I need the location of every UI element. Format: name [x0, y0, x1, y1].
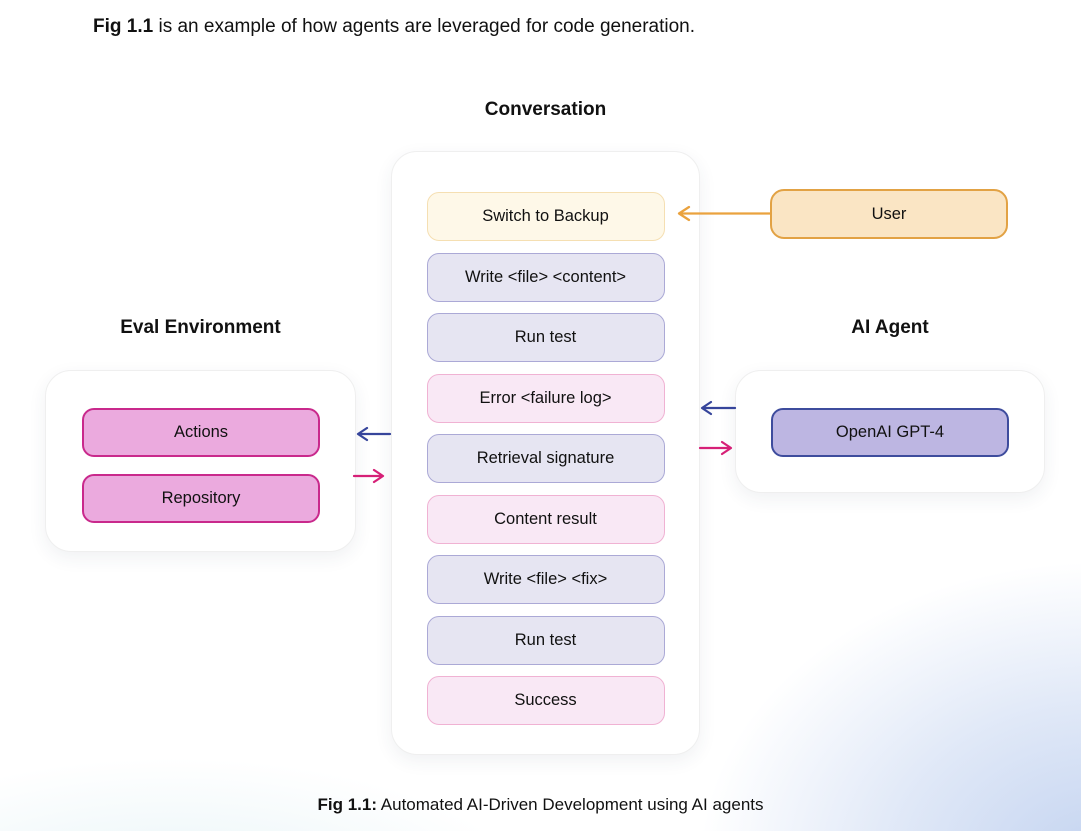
- figure-caption: Fig 1.1: Automated AI-Driven Development…: [0, 795, 1081, 815]
- conversation-panel: Switch to Backup Write <file> <content> …: [391, 151, 700, 755]
- openai-gpt4-box: OpenAI GPT-4: [771, 408, 1009, 457]
- eval-environment-heading: Eval Environment: [120, 317, 281, 338]
- message-content-result: Content result: [426, 494, 665, 544]
- arrow-eval-to-conversation: [352, 468, 385, 484]
- intro-fig-ref: Fig 1.1: [93, 16, 154, 37]
- eval-environment-panel: Actions Repository: [45, 370, 356, 552]
- arrow-conversation-to-eval: [356, 426, 392, 442]
- arrow-conversation-to-agent: [698, 440, 733, 456]
- message-success: Success: [426, 676, 665, 725]
- intro-text: Fig 1.1 is an example of how agents are …: [93, 14, 695, 40]
- arrow-agent-to-conversation: [700, 400, 737, 416]
- message-write-file-content: Write <file> <content>: [426, 252, 665, 302]
- caption-fig-ref: Fig 1.1:: [317, 795, 377, 814]
- message-retrieval-signature: Retrieval signature: [426, 434, 665, 483]
- user-box: User: [770, 189, 1008, 239]
- caption-rest: Automated AI-Driven Development using AI…: [377, 795, 764, 814]
- message-switch-to-backup: Switch to Backup: [426, 192, 665, 241]
- conversation-heading: Conversation: [484, 99, 607, 120]
- message-run-test-2: Run test: [426, 615, 665, 665]
- repository-box: Repository: [82, 474, 320, 523]
- actions-box: Actions: [82, 408, 320, 457]
- message-write-file-fix: Write <file> <fix>: [426, 555, 665, 604]
- intro-rest: is an example of how agents are leverage…: [153, 16, 696, 37]
- ai-agent-heading: AI Agent: [851, 317, 929, 338]
- ai-agent-panel: OpenAI GPT-4: [735, 370, 1045, 493]
- message-run-test-1: Run test: [426, 313, 665, 362]
- message-error-failure-log: Error <failure log>: [426, 373, 665, 423]
